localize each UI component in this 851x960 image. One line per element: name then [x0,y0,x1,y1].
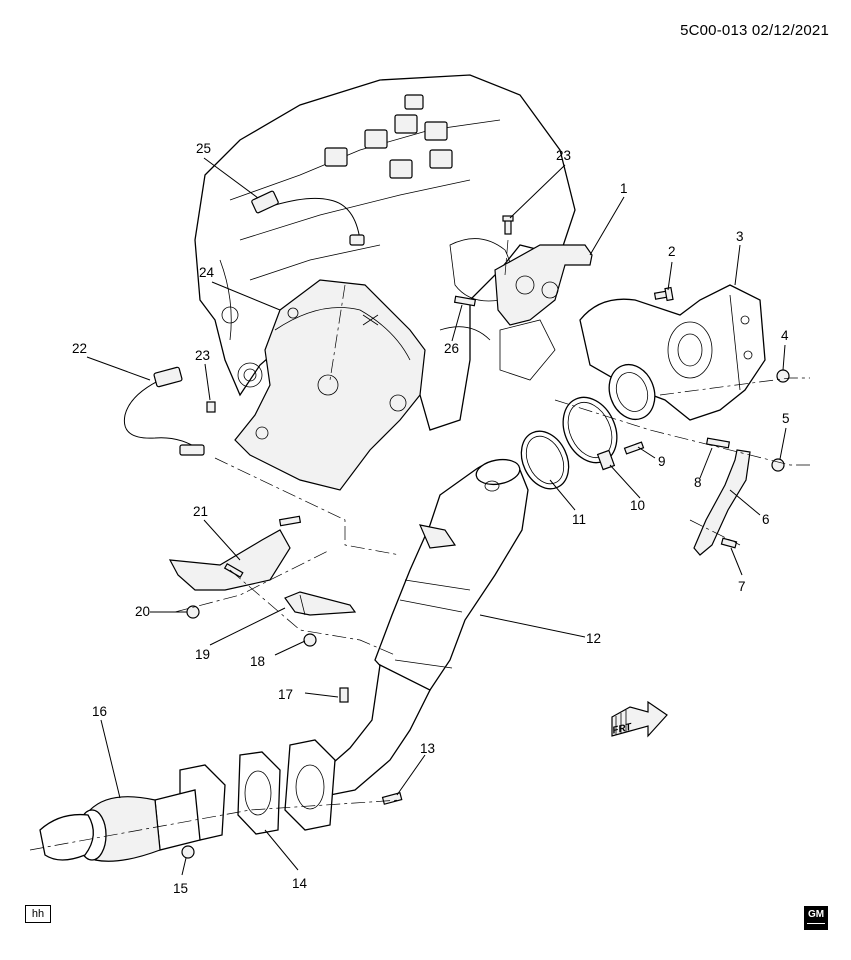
callout-10: 10 [630,498,645,513]
callout-labels: 1 2 3 4 5 6 7 8 9 10 11 12 13 14 15 16 1… [72,141,790,896]
callout-15: 15 [173,881,188,896]
code-box: hh [25,905,51,923]
callout-17: 17 [278,687,293,702]
leader-lines [86,157,787,876]
callout-26: 26 [444,341,459,356]
stud [453,295,477,307]
front-direction-arrow: FRT [611,700,668,738]
gm-logo-text: GM [807,909,825,920]
engine-block [194,74,576,431]
resonator-pipe [39,764,226,862]
bolt-13 [381,792,403,805]
stud-8 [705,437,731,449]
nut-5 [771,458,785,472]
callout-22: 22 [72,341,87,356]
turbo-heat-shield [494,244,593,326]
callout-8: 8 [694,475,702,490]
nut-4 [776,369,790,383]
callout-20: 20 [135,604,150,619]
callout-2: 2 [668,244,676,259]
callout-6: 6 [762,512,770,527]
callout-14: 14 [292,876,308,891]
oxygen-sensor-upper [251,190,365,246]
gasket-11 [520,430,570,490]
nut-15 [181,845,195,859]
gm-logo: GM [804,906,828,930]
oxygen-sensor-lower [123,366,205,456]
heat-shield [234,279,426,491]
outlet-flange [284,739,336,831]
nut-18 [303,633,317,647]
callout-3: 3 [736,229,744,244]
document-id: 5C00-013 02/12/2021 [680,22,829,39]
callout-18: 18 [250,654,265,669]
callout-1: 1 [620,181,628,196]
front-arrow-label: FRT [611,722,633,737]
callout-5: 5 [782,411,790,426]
v-band-clamp [562,396,618,471]
callout-25: 25 [196,141,211,156]
callout-16: 16 [92,704,107,719]
bolt-upper [502,215,514,235]
callout-11: 11 [572,512,586,527]
gasket-14 [237,751,281,835]
gm-logo-underline [807,923,825,928]
callout-13: 13 [420,741,435,756]
turbocharger [579,284,766,421]
bolt-17 [339,687,349,703]
callout-19: 19 [195,647,210,662]
callout-12: 12 [586,631,601,646]
callout-21: 21 [193,504,208,519]
callout-23-upper: 23 [556,148,571,163]
bracket-6 [693,449,751,556]
catalytic-converter [324,458,529,796]
nut-20 [186,605,200,619]
callout-9: 9 [658,454,666,469]
centerlines [29,239,810,851]
bolt-lower-left [206,401,216,413]
bolt-2 [653,286,674,302]
callout-23-lower: 23 [195,348,210,363]
callout-7: 7 [738,579,746,594]
bolt-9 [623,441,645,455]
bracket-19 [284,591,357,616]
callout-24: 24 [199,265,215,280]
callout-4: 4 [781,328,789,343]
bracket-21 [168,515,302,591]
